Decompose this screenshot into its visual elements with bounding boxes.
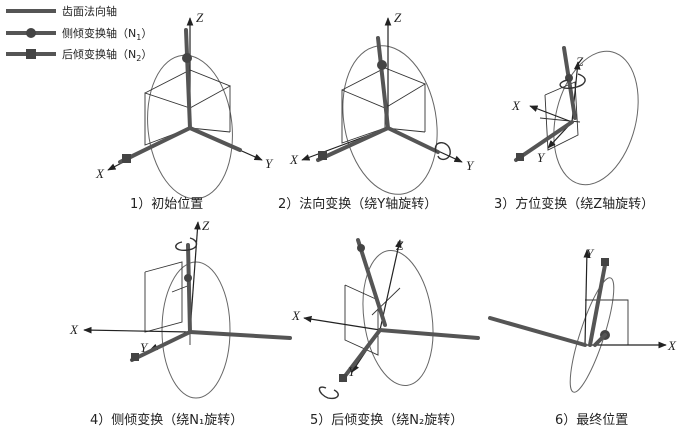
axis-label-x: X <box>291 308 301 323</box>
legend-label-normal-axis: 齿面法向轴 <box>62 4 117 18</box>
rotation-arrow-icon <box>175 237 198 252</box>
legend-label-n2: 后倾变换轴（N <box>62 47 136 61</box>
axis-label-x: X <box>289 152 299 167</box>
axis-label-z: Z <box>202 218 210 233</box>
n2-marker-icon <box>516 153 524 161</box>
panel-5-back-tilt: Z X Y 5）后倾变换（绕N₂旋转） <box>291 238 480 428</box>
legend-label-n1: 侧倾变换轴（N <box>62 26 136 40</box>
axis-label-z: Z <box>576 54 584 69</box>
panel-caption: 4）侧倾变换（绕N₁旋转） <box>90 412 243 428</box>
rotation-arrow-icon <box>318 386 339 400</box>
axis-label-x: X <box>69 322 79 337</box>
axis-label-x: X <box>667 338 677 353</box>
panel-6-final: Y X 6）最终位置 <box>488 246 677 428</box>
panel-caption: 2）法向变换（绕Y轴旋转） <box>278 196 437 212</box>
square-marker-icon <box>26 49 36 59</box>
svg-text:侧倾变换轴（N1）: 侧倾变换轴（N1） <box>62 26 152 42</box>
axis-label-z: Z <box>394 10 402 25</box>
panel-caption: 6）最终位置 <box>555 412 628 428</box>
n1-marker-icon <box>357 244 365 252</box>
axis-label-y: Y <box>348 364 357 379</box>
n1-marker-icon <box>377 60 387 70</box>
legend-sub-n1: 1 <box>136 33 141 42</box>
axis-label-z: Z <box>396 238 404 253</box>
svg-text:后倾变换轴（N2）: 后倾变换轴（N2） <box>62 47 152 63</box>
axis-label-y: Y <box>265 156 274 171</box>
axis-label-x: X <box>511 98 521 113</box>
rotation-arrow-icon <box>434 142 451 161</box>
axis-label-y: Y <box>140 340 149 355</box>
n1-marker-icon <box>182 53 192 63</box>
legend: 齿面法向轴 侧倾变换轴（N1） 后倾变换轴（N2） <box>6 4 152 63</box>
axis-label-y: Y <box>466 158 475 173</box>
legend-item-n2-axis: 后倾变换轴（N2） <box>6 47 152 63</box>
n2-marker-icon <box>601 258 609 266</box>
panel-caption: 3）方位变换（绕Z轴旋转） <box>494 196 654 212</box>
legend-item-n1-axis: 侧倾变换轴（N1） <box>6 26 152 42</box>
n2-marker-icon <box>339 374 347 382</box>
n1-marker-icon <box>184 274 192 282</box>
axis-label-y: Y <box>537 150 546 165</box>
panel-3-azimuth: Z X Y 3）方位变换（绕Z轴旋转） <box>494 46 654 212</box>
axis-label-x: X <box>95 166 105 181</box>
n2-marker-icon <box>131 353 139 361</box>
panel-2-normal: Z X Y 2）法向变换（绕Y轴旋转） <box>278 10 475 212</box>
n2-marker-icon <box>318 151 327 160</box>
panel-4-side-tilt: Z X Y 4）侧倾变换（绕N₁旋转） <box>69 218 292 428</box>
panel-1-initial: Z X Y 1）初始位置 <box>95 10 274 212</box>
axis-label-y: Y <box>586 246 595 261</box>
legend-item-normal-axis: 齿面法向轴 <box>6 4 117 18</box>
legend-tail-n1: ） <box>141 27 152 40</box>
panel-caption: 1）初始位置 <box>130 197 203 212</box>
legend-sub-n2: 2 <box>136 54 141 63</box>
n2-marker-icon <box>122 154 131 163</box>
axis-label-z: Z <box>196 10 204 25</box>
rotation-arrow-icon <box>559 73 586 90</box>
circle-marker-icon <box>26 28 36 38</box>
legend-tail-n2: ） <box>141 48 152 61</box>
panel-caption: 5）后倾变换（绕N₂旋转） <box>310 412 463 428</box>
